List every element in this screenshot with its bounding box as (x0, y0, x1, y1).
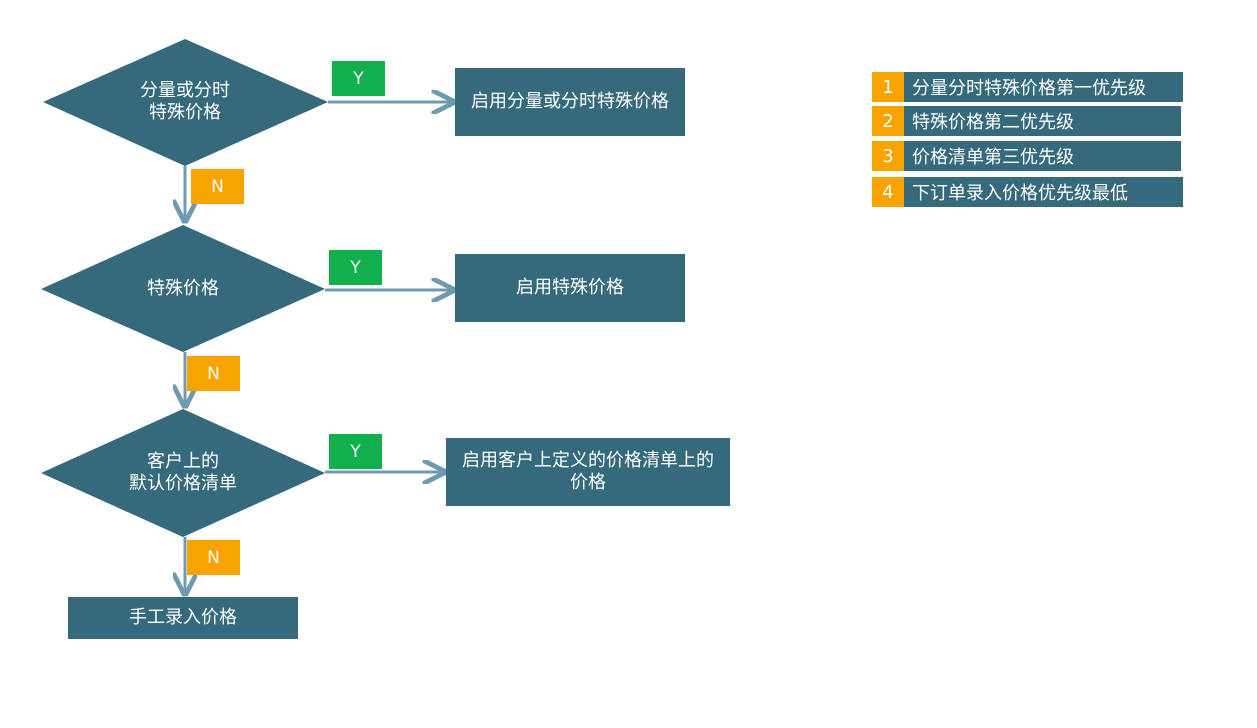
legend-text-2: 特殊价格第二优先级 (904, 106, 1181, 136)
decision-label-1: 分量或分时 特殊价格 (103, 80, 267, 124)
legend-item-3: 3 价格清单第三优先级 (872, 141, 1181, 171)
legend-text-1: 分量分时特殊价格第一优先级 (904, 72, 1183, 102)
decision-label-2: 特殊价格 (101, 278, 265, 300)
legend-number-1: 1 (872, 72, 904, 102)
legend-number-3: 3 (872, 141, 904, 171)
yes-tag-3: Y (329, 434, 382, 469)
fallback-box: 手工录入价格 (68, 597, 298, 639)
legend-text-3: 价格清单第三优先级 (904, 141, 1181, 171)
yes-tag-2: Y (329, 250, 382, 285)
legend-item-2: 2 特殊价格第二优先级 (872, 106, 1181, 136)
decision-label-2-line1: 特殊价格 (147, 278, 219, 299)
no-tag-1: N (191, 169, 244, 204)
decision-label-1-line1: 分量或分时 (140, 80, 230, 101)
decision-label-3-line1: 客户上的 (147, 451, 219, 472)
no-tag-3: N (187, 540, 240, 575)
legend-number-4: 4 (872, 177, 904, 207)
fallback-label: 手工录入价格 (129, 607, 237, 628)
action-box-1-label: 启用分量或分时特殊价格 (471, 91, 669, 112)
decision-label-1-line2: 特殊价格 (149, 102, 221, 123)
no-tag-2: N (187, 356, 240, 391)
legend-text-4: 下订单录入价格优先级最低 (904, 177, 1183, 207)
decision-diamond-2 (41, 225, 325, 352)
legend-item-4: 4 下订单录入价格优先级最低 (872, 177, 1183, 207)
decision-diamond-1 (43, 39, 328, 166)
action-box-1: 启用分量或分时特殊价格 (455, 68, 685, 136)
action-box-3-label-line2: 价格 (570, 472, 606, 493)
action-box-2: 启用特殊价格 (455, 254, 685, 322)
decision-label-3: 客户上的 默认价格清单 (101, 451, 265, 495)
legend-number-2: 2 (872, 106, 904, 136)
yes-tag-1: Y (332, 61, 385, 96)
action-box-3-label-line1: 启用客户上定义的价格清单上的 (462, 450, 714, 471)
decision-label-3-line2: 默认价格清单 (129, 473, 237, 494)
action-box-3: 启用客户上定义的价格清单上的 价格 (446, 438, 730, 506)
decision-diamond-3 (41, 409, 325, 537)
action-box-2-label: 启用特殊价格 (516, 277, 624, 298)
legend-item-1: 1 分量分时特殊价格第一优先级 (872, 72, 1183, 102)
